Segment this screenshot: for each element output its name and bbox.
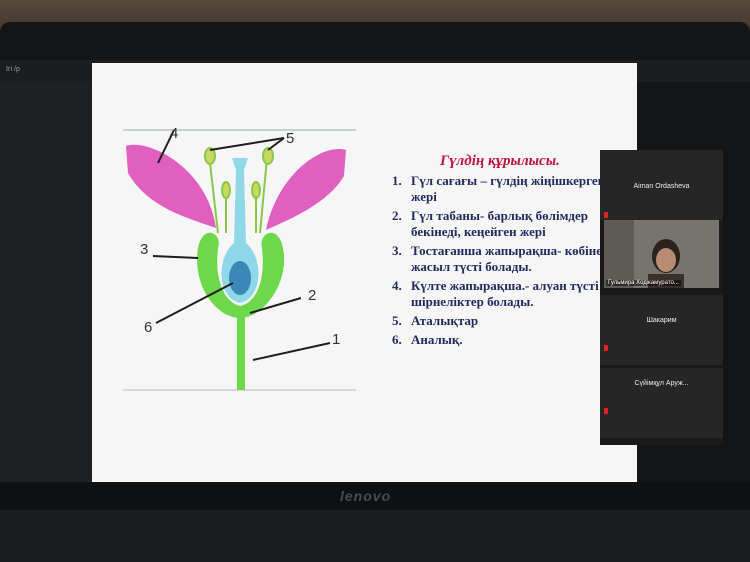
item-number: 5. bbox=[392, 313, 402, 328]
item-text: Гүл сағағы – гүлдің жіңішкерген жері bbox=[411, 173, 606, 204]
label-2: 2 bbox=[308, 287, 316, 304]
laptop-brand-logo: lenovo bbox=[340, 488, 392, 504]
item-number: 4. bbox=[392, 278, 402, 293]
item-text: Аталықтар bbox=[411, 313, 479, 328]
diagram-labels: 4 5 3 2 6 1 bbox=[140, 125, 340, 348]
participant-tile[interactable]: Aiman Ordasheva bbox=[600, 150, 723, 220]
flower-diagram: 4 5 3 2 6 1 bbox=[123, 125, 356, 391]
participant-name: Aiman Ordasheva bbox=[633, 183, 690, 190]
participant-name: Сүйімқұл Аруж... bbox=[634, 380, 689, 387]
parts-list: 1. Гүл сағағы – гүлдің жіңішкерген жері 2… bbox=[392, 173, 607, 351]
label-6: 6 bbox=[144, 319, 152, 336]
window-tab-label: Ігі /р bbox=[6, 66, 20, 73]
mic-muted-icon bbox=[604, 345, 608, 351]
participant-tile[interactable]: Сүйімқұл Аруж... bbox=[600, 368, 723, 438]
flower-stem bbox=[237, 316, 245, 390]
stamens bbox=[204, 147, 274, 234]
list-item: 6. Аналық. bbox=[392, 332, 607, 348]
pistil bbox=[221, 158, 259, 303]
list-item: 2. Гүл табаны- барлық бөлімдер бекінеді, … bbox=[392, 208, 607, 240]
item-number: 6. bbox=[392, 332, 402, 347]
item-number: 2. bbox=[392, 208, 402, 223]
ovary bbox=[229, 261, 251, 295]
item-text: Күлте жапырақша.- алуан түсті , шірнелік… bbox=[411, 278, 606, 309]
right-petal bbox=[266, 148, 346, 230]
slide-title: Гүлдің құрылысы. bbox=[440, 153, 560, 169]
list-item: 1. Гүл сағағы – гүлдің жіңішкерген жері bbox=[392, 173, 607, 205]
presentation-slide bbox=[92, 63, 637, 483]
item-text: Тостағанша жапырақша- көбіне жасыл түсті… bbox=[411, 243, 603, 274]
label-4: 4 bbox=[170, 125, 178, 142]
webcam-image bbox=[604, 220, 719, 288]
laptop-keyboard bbox=[0, 510, 750, 562]
participants-panel: Aiman Ordasheva Гульмира Ходжамурато... … bbox=[600, 150, 723, 445]
list-item: 5. Аталықтар bbox=[392, 313, 607, 329]
participant-video-name: Гульмира Ходжамурато... bbox=[606, 280, 681, 286]
label-1: 1 bbox=[332, 331, 340, 348]
item-text: Аналық. bbox=[411, 332, 463, 347]
sepals bbox=[197, 232, 285, 318]
item-number: 3. bbox=[392, 243, 402, 258]
item-number: 1. bbox=[392, 173, 402, 188]
item-text: Гүл табаны- барлық бөлімдер бекінеді, ке… bbox=[411, 208, 589, 239]
left-petal bbox=[126, 144, 216, 228]
mic-muted-icon bbox=[604, 212, 608, 218]
label-5: 5 bbox=[286, 130, 294, 147]
participant-tile[interactable]: Шакарим bbox=[600, 295, 723, 365]
mic-muted-icon bbox=[604, 408, 608, 414]
screen-left-area bbox=[0, 82, 92, 482]
participant-video[interactable]: Гульмира Ходжамурато... bbox=[604, 220, 719, 288]
label-3: 3 bbox=[140, 241, 148, 258]
list-item: 4. Күлте жапырақша.- алуан түсті , шірнел… bbox=[392, 278, 607, 310]
participant-name: Шакарим bbox=[646, 317, 677, 324]
list-item: 3. Тостағанша жапырақша- көбіне жасыл түс… bbox=[392, 243, 607, 275]
